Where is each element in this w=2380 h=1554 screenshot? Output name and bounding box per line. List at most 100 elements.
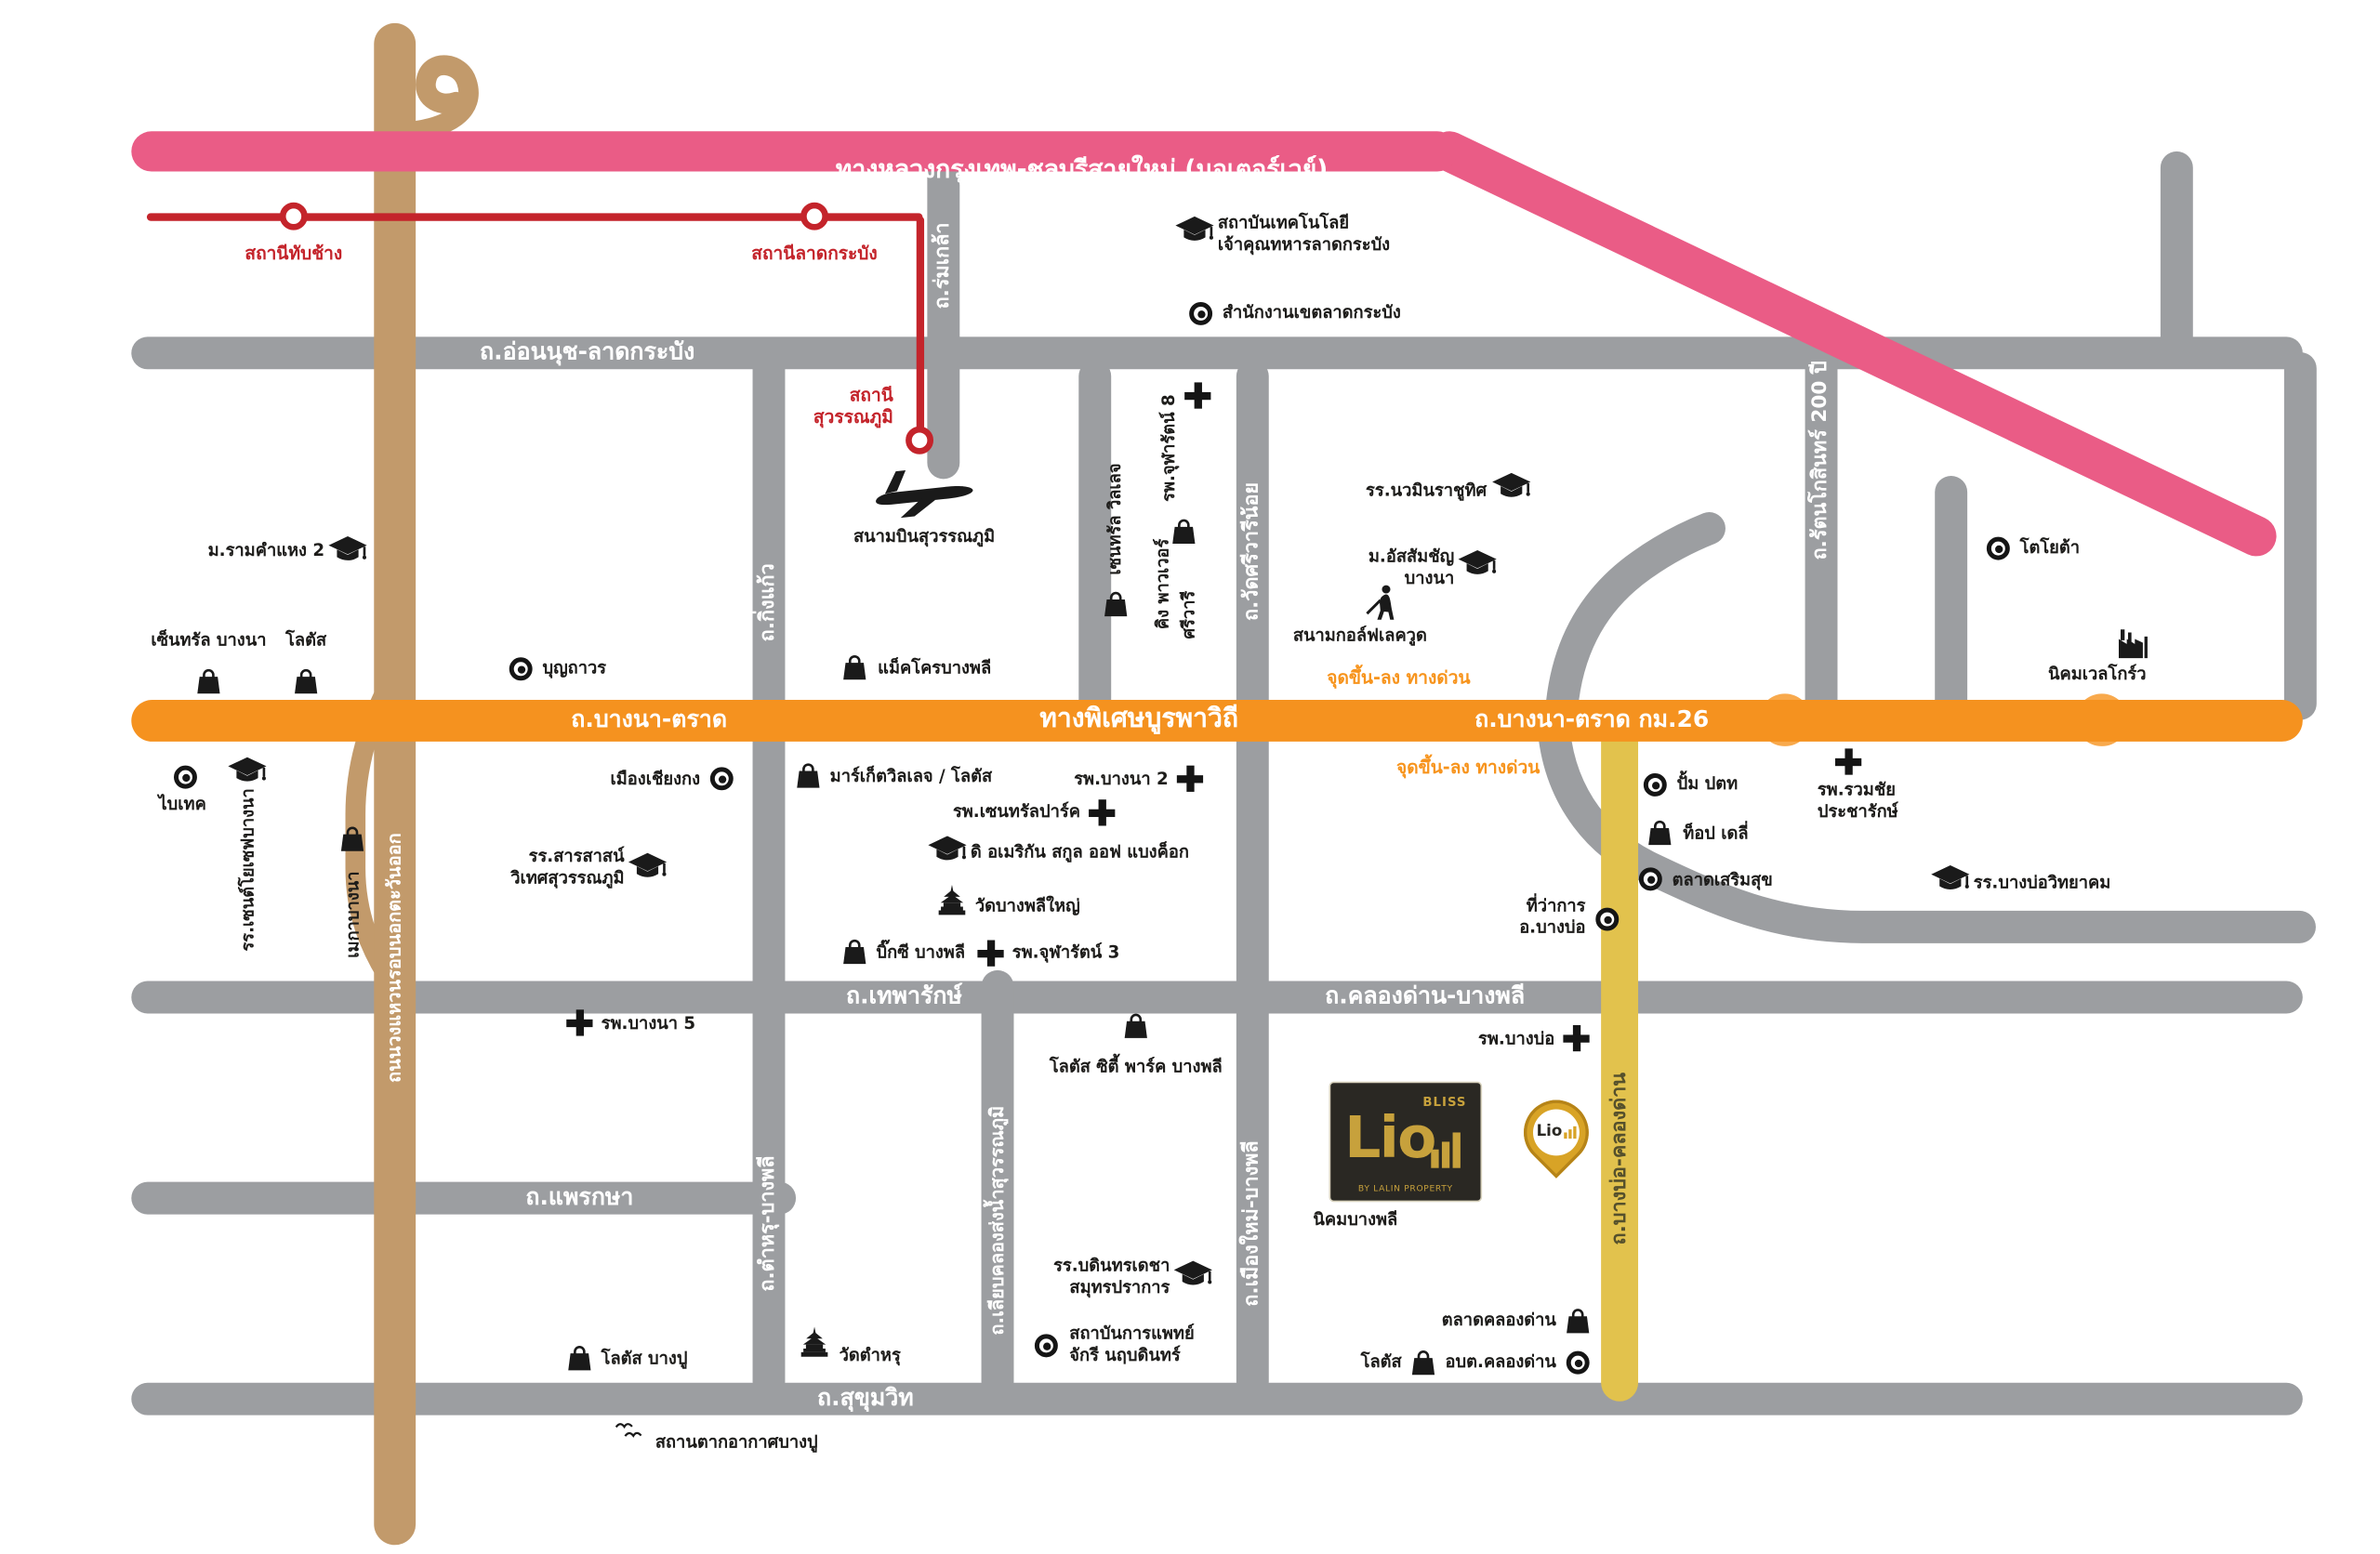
road-segment-red [146, 212, 923, 220]
landmark-label: ม.อัสสัมชัญ บางนา [1368, 546, 1455, 589]
landmark-label: เซ็นทรัล บางนา [151, 629, 267, 651]
road-label: ถ.รัตนโกสินทร์ 200 ปี [1808, 361, 1832, 560]
school-icon [327, 531, 369, 573]
landmark-label: สำนักงานเขตลาดกระบัง [1222, 302, 1401, 323]
shopping-bag-icon [1646, 817, 1675, 849]
road-segment-gray [1236, 360, 1268, 1399]
hospital-cross-icon [1835, 748, 1861, 774]
road-label: ถ.กิ่งแก้ว [756, 563, 780, 642]
airplane-icon [869, 458, 979, 521]
landmark-label: นิคมเวลโกร์ว [2047, 664, 2147, 685]
landmark-label: สถาบันการแพทย์ จักรี นฤบดินทร์ [1069, 1324, 1195, 1366]
road-label: ถ.ร่มเกล้า [931, 222, 955, 309]
school-icon [1490, 468, 1532, 509]
landmark-label: รร.บางบ่อวิทยาคม [1973, 872, 2111, 893]
landmark-label: สถานตากอากาศบางปู [654, 1431, 818, 1453]
landmark-label: แม็คโครบางพลี [878, 657, 992, 678]
landmark-label: อบต.คลองด่าน [1445, 1351, 1556, 1372]
factory-icon [2114, 625, 2151, 662]
landmark-label: วัดตำหรุ [839, 1345, 901, 1366]
pin-building-icon [1563, 1126, 1577, 1139]
shopping-bag-icon [337, 823, 367, 855]
rail-station-label: สถานีทับช้าง [245, 242, 343, 264]
rail-station-marker [279, 202, 308, 230]
road-segment-gray [1078, 360, 1111, 720]
road-label: ทางพิเศษบูรพาวิถี [1039, 704, 1238, 735]
landmark-label: ตลาดคลองด่าน [1441, 1310, 1556, 1330]
hospital-cross-icon [1177, 766, 1203, 792]
road-segment-gray [2283, 352, 2316, 720]
lio-bliss-logo: Lio BLISS BY LALIN PROPERTY [1329, 1081, 1483, 1203]
shopping-bag-icon [194, 665, 224, 698]
landmark-label: จุดขึ้น-ลง ทางด่วน [1396, 756, 1540, 779]
rail-station-label: สถานีลาดกระบัง [751, 242, 878, 264]
road-segment-gray [131, 980, 2303, 1013]
shopping-bag-icon [1101, 588, 1130, 621]
shopping-bag-icon [840, 936, 869, 968]
landmark-label: โลตัส [1360, 1351, 1402, 1372]
pin-wordmark: Lio [1536, 1123, 1563, 1140]
road-segment-gray [131, 1381, 2303, 1415]
place-marker-icon [1034, 1334, 1058, 1358]
road-label: ถ.คลองด่าน-บางพลี [1325, 981, 1526, 1010]
road-segment-gray [1934, 475, 1967, 720]
landmark-label: ที่ว่าการ อ.บางบ่อ [1519, 895, 1586, 939]
road-label: ถ.วัดศรีวารีน้อย [1239, 481, 1263, 621]
landmark-label: เมืองเชียงกง [610, 769, 701, 790]
road-segment-brown [373, 22, 416, 1546]
school-icon [1929, 860, 1971, 902]
place-marker-icon [509, 657, 533, 681]
logo-building-icon [1431, 1132, 1461, 1168]
landmark-label: รพ.เซนทรัลปาร์ค [952, 801, 1080, 823]
landmark-label: รพ.บางนา 2 [1074, 769, 1169, 790]
road-segment-gray [751, 352, 785, 1399]
place-marker-icon [1189, 301, 1213, 325]
road-label: ถ.สุขุมวิท [817, 1383, 914, 1412]
landmark-label: ดิ อเมริกัน สกูล ออฟ แบงค็อก [970, 841, 1189, 863]
school-icon [627, 848, 668, 889]
temple-icon [798, 1325, 832, 1360]
landmark-label: รพ.จุฬารัตน์ 8 [1158, 394, 1180, 502]
hospital-cross-icon [977, 941, 1003, 967]
landmark-label: ไบเทค [158, 794, 206, 814]
school-icon [1457, 545, 1499, 586]
road-label: ถ.เลียบคลองส่งน้ำสุวรรณภูมิ [985, 1105, 1008, 1336]
road-label: ถ.อ่อนนุช-ลาดกระบัง [480, 337, 695, 366]
temple-icon [935, 884, 970, 918]
landmark-label: โตโยต้า [2019, 537, 2081, 558]
hospital-cross-icon [1563, 1025, 1589, 1051]
landmark-label: ตลาดเสริมสุข [1672, 869, 1773, 890]
landmark-label: รร.บดินทรเดชา สมุทรปราการ [1053, 1255, 1170, 1298]
landmark-label: รพ.บางบ่อ [1478, 1028, 1555, 1049]
landmark-label: ม.รามคำแหง 2 [207, 540, 325, 561]
landmark-label: โลตัส บางปู [601, 1348, 688, 1369]
shopping-bag-icon [291, 665, 321, 698]
school-icon [927, 830, 969, 872]
road-label: ถ.บางนา-ตราด กม.26 [1474, 705, 1710, 733]
landmark-label: สนามบินสุวรรณภูมิ [853, 526, 996, 547]
landmark-label: บุญถาวร [542, 657, 607, 678]
school-icon [1172, 1256, 1214, 1297]
hospital-cross-icon [566, 1009, 592, 1035]
shopping-bag-icon [1563, 1305, 1593, 1337]
landmark-label: เซนทรัล วิลเลจ [1104, 463, 1125, 575]
place-marker-icon [1566, 1350, 1590, 1375]
hospital-cross-icon [1184, 382, 1210, 408]
place-marker-icon [1638, 867, 1662, 891]
birds-icon [609, 1416, 649, 1447]
place-marker-icon [174, 765, 197, 789]
school-icon [1174, 211, 1216, 253]
place-marker-icon [1986, 536, 2010, 560]
landmark-label: รร.สารสาสน์ วิเทศสุวรรณภูมิ [510, 846, 625, 889]
landmark-label: สนามกอล์ฟเลควูด [1292, 625, 1427, 646]
place-marker-icon [1643, 772, 1667, 797]
road-label: ถ.ตำหรุ-บางพลี [756, 1155, 780, 1292]
landmark-label: บิ๊กซี บางพลี [876, 942, 966, 963]
road-label: ทางหลวงกรุงเทพ-ชลบุรีสายใหม่ (มอเตอร์เวย… [835, 154, 1329, 184]
pin-logo: Lio [1533, 1109, 1580, 1156]
landmark-label: เมกาบางนา [342, 871, 364, 958]
road-curve [1544, 512, 1726, 737]
landmark-label: รพ.รวมชัย ประชารักษ์ [1817, 779, 1898, 823]
place-marker-icon [709, 767, 734, 791]
